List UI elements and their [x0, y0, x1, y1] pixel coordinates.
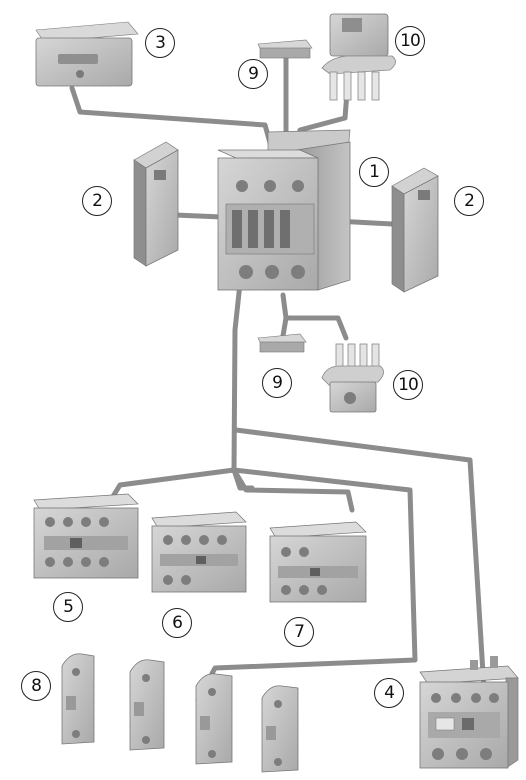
callout-3: 3 [145, 28, 175, 58]
callout-10-bottom: 10 [393, 370, 423, 400]
callout-2-right: 2 [454, 186, 484, 216]
callout-9-bottom: 9 [262, 368, 292, 398]
overload-relay [419, 656, 519, 769]
callout-1: 1 [359, 157, 389, 187]
suppressor-top [257, 39, 313, 59]
callout-10-top: 10 [395, 26, 425, 56]
contactor [217, 129, 351, 291]
terminal-top [321, 13, 396, 101]
callout-9-top: 9 [238, 59, 268, 89]
callout-4: 4 [374, 678, 404, 708]
aux-side-right [391, 167, 439, 293]
callout-8: 8 [21, 671, 51, 701]
aux-single-row [61, 653, 299, 773]
aux-front-combo [269, 521, 367, 603]
aux-side-left [133, 141, 179, 267]
connector-lines [69, 52, 487, 703]
callout-6: 6 [162, 608, 192, 638]
callout-2-left: 2 [82, 186, 112, 216]
terminal-bottom [321, 343, 384, 413]
aux-front-2pole [151, 511, 247, 593]
suppressor-bottom [257, 333, 307, 353]
aux-front-4pole [33, 493, 139, 579]
timer-module [35, 21, 139, 87]
callout-5: 5 [53, 592, 83, 622]
callout-7: 7 [284, 617, 314, 647]
